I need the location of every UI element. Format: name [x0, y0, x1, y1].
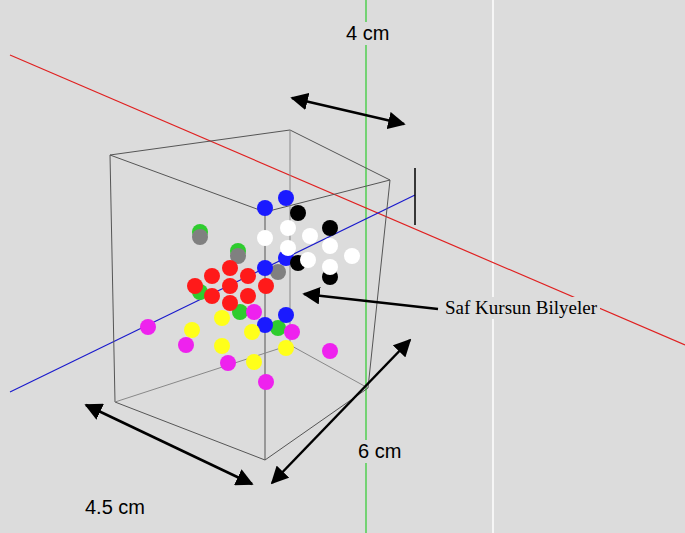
lead-ball: [278, 307, 294, 323]
lead-ball: [240, 268, 256, 284]
lead-ball: [204, 268, 220, 284]
lead-ball: [187, 278, 203, 294]
lead-ball: [214, 310, 230, 326]
dimension-label: 6 cm: [355, 440, 404, 463]
dimension-arrows: [86, 98, 438, 484]
lead-ball: [322, 238, 338, 254]
lead-ball: [302, 228, 318, 244]
lead-ball: [258, 278, 274, 294]
lead-ball: [140, 319, 156, 335]
lead-ball: [278, 190, 294, 206]
box-wireframe: [110, 130, 390, 460]
lead-ball: [220, 355, 236, 371]
axis-tick: [414, 168, 416, 225]
lead-ball: [280, 220, 296, 236]
lead-ball: [322, 343, 338, 359]
dimension-label: 4.5 cm: [82, 496, 148, 519]
blue-axis: [10, 195, 415, 392]
lead-ball: [257, 230, 273, 246]
lead-ball: [184, 322, 200, 338]
lead-ball: [192, 229, 208, 245]
lead-ball: [290, 205, 306, 221]
lead-ball: [204, 288, 220, 304]
lead-ball: [246, 354, 262, 370]
lead-ball: [257, 200, 273, 216]
lead-ball: [214, 338, 230, 354]
lead-ball: [222, 260, 238, 276]
lead-ball: [344, 248, 360, 264]
lead-ball: [280, 240, 296, 256]
lead-ball: [300, 252, 316, 268]
white-axis: [492, 0, 494, 533]
lead-ball: [278, 340, 294, 356]
lead-ball: [244, 324, 260, 340]
callout-label: Saf Kursun Bilyeler: [442, 297, 600, 319]
lead-ball: [222, 295, 238, 311]
dimension-label: 4 cm: [343, 22, 392, 45]
lead-ball: [246, 304, 262, 320]
lead-ball: [222, 278, 238, 294]
lead-ball: [322, 220, 338, 236]
lead-balls: [140, 190, 360, 390]
lead-ball: [178, 337, 194, 353]
lead-ball: [257, 260, 273, 276]
lead-ball: [258, 374, 274, 390]
lead-ball: [322, 259, 338, 275]
lead-ball: [284, 324, 300, 340]
lead-ball: [240, 288, 256, 304]
